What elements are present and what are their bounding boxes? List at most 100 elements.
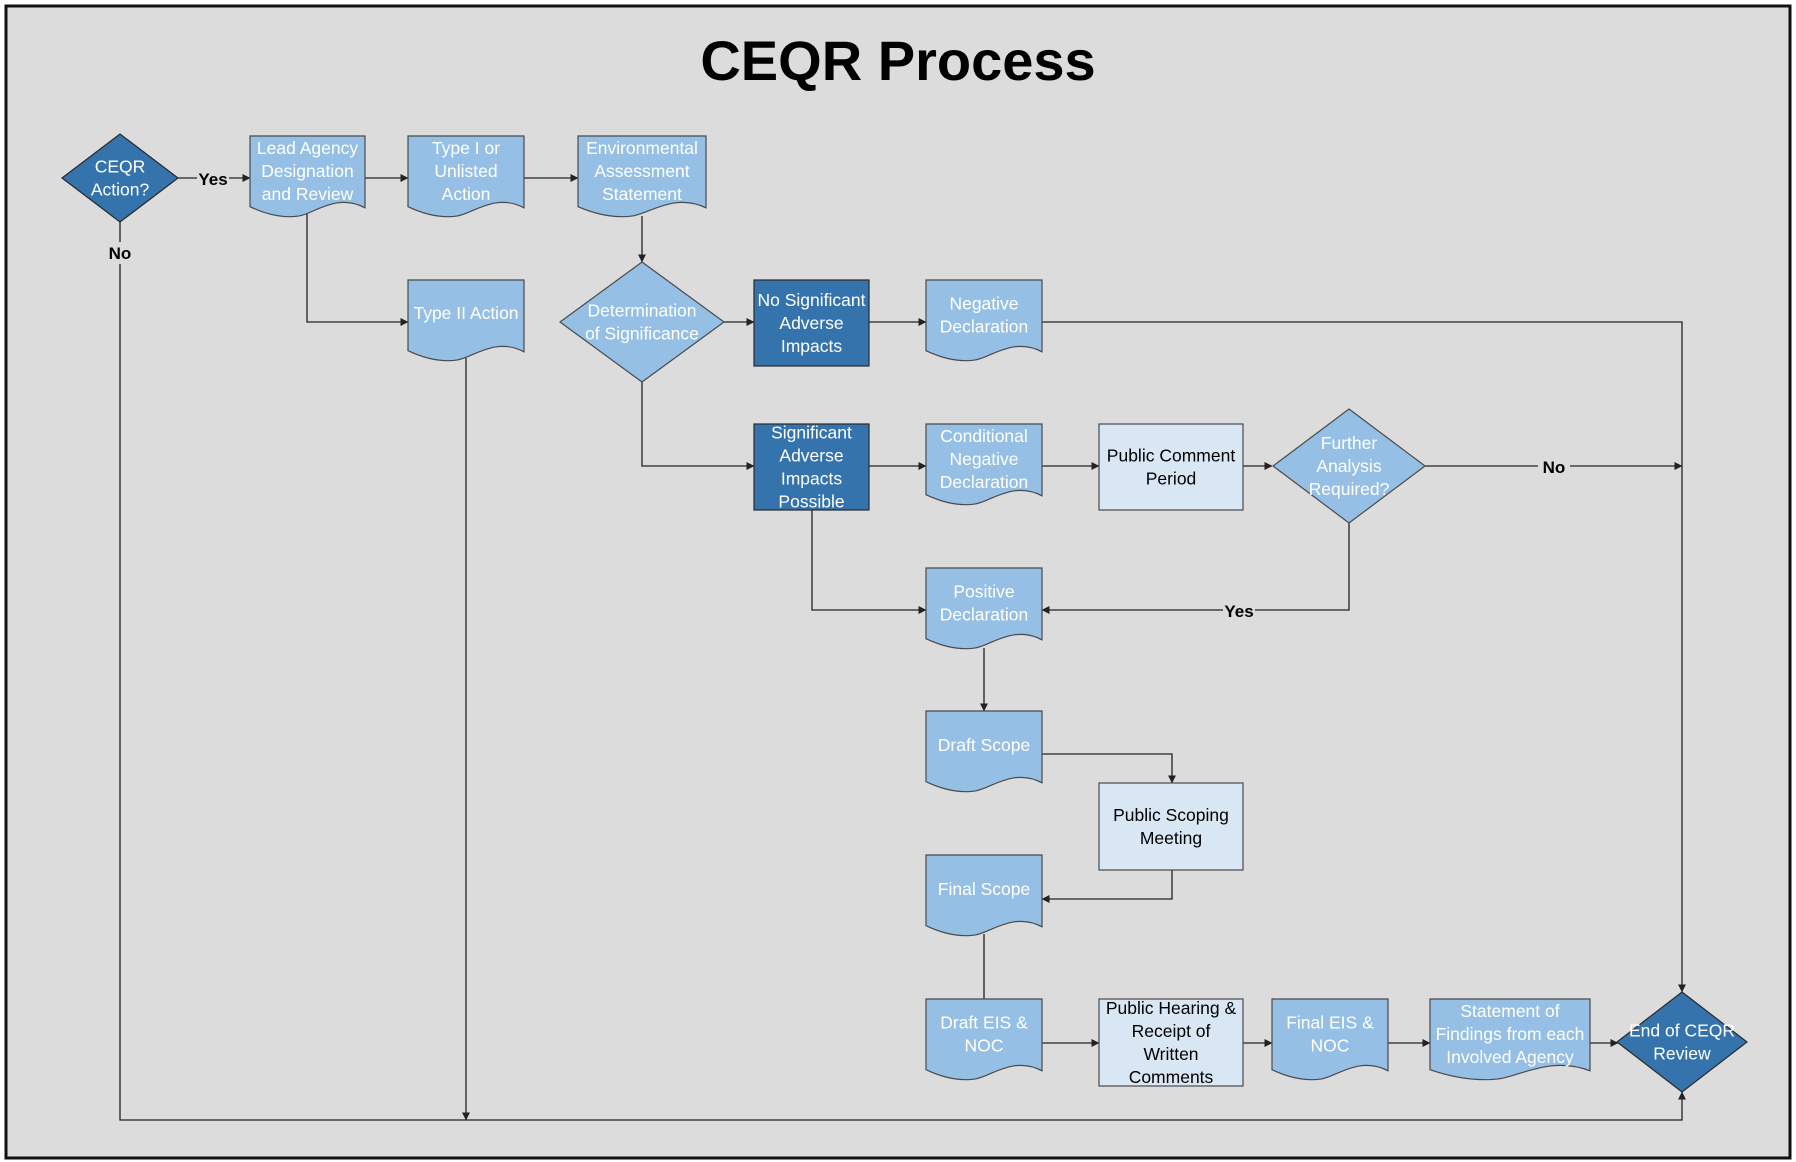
node-label-line: Declaration	[940, 605, 1029, 625]
node-label-line: Negative	[949, 294, 1018, 314]
node-label-line: Environmental	[586, 138, 698, 158]
node-label-line: Negative	[949, 449, 1018, 469]
edge-label-no: No	[1543, 458, 1566, 477]
node-label: Final Scope	[938, 879, 1030, 899]
node-shape	[407, 279, 525, 362]
node-shape	[925, 710, 1043, 793]
node-label-line: Receipt of	[1132, 1021, 1211, 1041]
edge-labels: Yes No No Yes	[104, 167, 1570, 621]
node-shape	[753, 423, 870, 511]
edge-negative-declaration-to-end	[1042, 321, 1686, 993]
node-label-line: Public Hearing &	[1106, 998, 1237, 1018]
edges	[119, 174, 1686, 1121]
node-label-line: No Significant	[758, 290, 866, 310]
node-label-line: Final EIS &	[1286, 1013, 1374, 1033]
node-shape	[1098, 782, 1244, 871]
node-label: Final EIS & NOC	[1286, 1013, 1374, 1056]
node-shape	[407, 135, 525, 218]
node-label-line: Adverse	[779, 446, 843, 466]
node-label-line: Positive	[953, 582, 1014, 602]
node-label-line: Adverse	[779, 313, 843, 333]
node-shape	[1098, 423, 1244, 511]
node-final-eis: Final EIS & NOC	[1271, 998, 1389, 1081]
edge-determination-to-significant	[641, 382, 755, 470]
edge-draft-scope-to-public-scoping	[1042, 753, 1176, 784]
edge-label-yes: Yes	[1224, 602, 1253, 621]
node-shape	[1098, 998, 1244, 1087]
node-shape	[249, 135, 366, 218]
node-shape	[61, 133, 179, 223]
node-label-line: Final Scope	[938, 879, 1030, 899]
node-shape	[925, 423, 1043, 506]
node-label-line: Significant	[771, 423, 852, 443]
node-label-line: CEQR	[95, 157, 146, 177]
node-label-line: Meeting	[1140, 828, 1202, 848]
node-shape	[577, 135, 707, 218]
node-shape	[558, 261, 726, 383]
node-label-line: Draft Scope	[938, 735, 1030, 755]
node-label-line: Draft EIS &	[940, 1013, 1028, 1033]
node-label: Type II Action	[413, 303, 518, 323]
node-label: Draft Scope	[938, 735, 1030, 755]
node-shape	[1616, 991, 1748, 1093]
node-label-line: Analysis	[1316, 456, 1381, 476]
edge-label-no: No	[109, 244, 132, 263]
edge-significant-to-positive	[811, 510, 927, 614]
node-shape	[925, 998, 1043, 1081]
node-label-line: Further	[1321, 433, 1378, 453]
node-label-line: Assessment	[594, 161, 689, 181]
node-shape	[1272, 408, 1426, 524]
node-label-line: Statement	[602, 184, 682, 204]
node-label-line: Involved Agency	[1446, 1047, 1574, 1067]
node-type-ii: Type II Action	[407, 279, 525, 362]
node-shape	[925, 279, 1043, 362]
node-draft-scope: Draft Scope	[925, 710, 1043, 793]
node-label-line: Possible	[778, 492, 844, 512]
node-label-line: NOC	[965, 1036, 1004, 1056]
node-label: Draft EIS & NOC	[940, 1013, 1028, 1056]
node-label-line: Conditional	[940, 426, 1028, 446]
node-label-line: Written	[1143, 1044, 1198, 1064]
node-label-line: NOC	[1311, 1036, 1350, 1056]
diagram-title: CEQR Process	[700, 29, 1095, 92]
node-label-line: and Review	[262, 184, 354, 204]
node-label-line: Period	[1146, 469, 1197, 489]
node-label-line: Designation	[261, 161, 353, 181]
edge-further-analysis-yes	[1041, 522, 1350, 614]
node-label-line: Declaration	[940, 472, 1029, 492]
node-shape	[925, 854, 1043, 937]
edge-ceqr-no-to-end	[119, 222, 1686, 1121]
node-label-line: Unlisted	[434, 161, 497, 181]
node-shape	[1429, 998, 1591, 1081]
node-label-line: Declaration	[940, 317, 1029, 337]
node-label-line: Public Comment	[1107, 446, 1236, 466]
node-label-line: Comments	[1129, 1067, 1214, 1087]
node-label-line: of Significance	[585, 324, 699, 344]
node-label-line: Action	[442, 184, 491, 204]
node-label-line: Review	[1653, 1044, 1711, 1064]
edge-label-yes: Yes	[198, 170, 227, 189]
